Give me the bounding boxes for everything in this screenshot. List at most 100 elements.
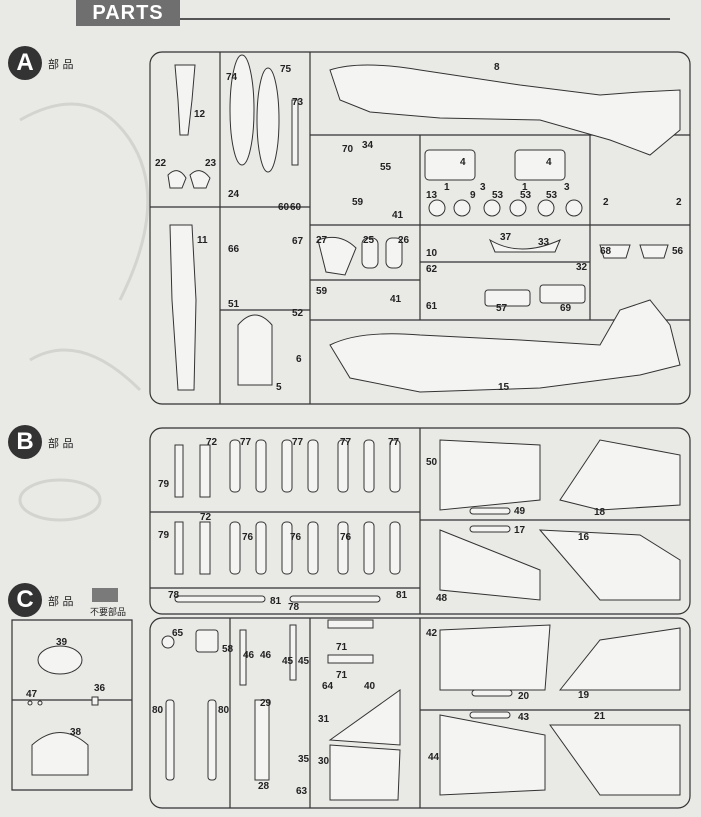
sprue-b-frame <box>149 427 691 615</box>
part-number: 27 <box>316 235 328 246</box>
unused-parts-swatch <box>92 588 118 602</box>
sprue-c-large-parts <box>161 619 681 801</box>
part-number: 69 <box>560 303 572 314</box>
part-number: 5 <box>276 382 282 393</box>
part-number-labels-c: 39 47 36 38 65 58 46 46 45 45 71 42 71 6… <box>26 628 606 797</box>
part-number: 77 <box>340 437 352 448</box>
part-number: 10 <box>426 248 438 259</box>
part-number: 81 <box>270 596 282 607</box>
part-number: 1 <box>522 182 528 193</box>
background-print-shadow <box>18 102 150 522</box>
part-number: 76 <box>340 532 352 543</box>
part-number: 42 <box>426 628 438 639</box>
part-number-labels-b: 72 77 77 77 77 50 79 49 18 72 17 79 76 7… <box>158 437 606 613</box>
part-number: 79 <box>158 479 170 490</box>
part-number: 28 <box>258 781 270 792</box>
part-number: 77 <box>388 437 400 448</box>
part-number: 38 <box>70 727 82 738</box>
part-number: 62 <box>426 264 438 275</box>
part-number: 37 <box>500 232 512 243</box>
sprue-a-frame <box>149 51 691 405</box>
part-number: 12 <box>194 109 206 120</box>
part-number: 20 <box>518 691 530 702</box>
part-number: 48 <box>436 593 448 604</box>
section-b-label: 部 品 <box>48 437 74 450</box>
part-number: 66 <box>228 244 240 255</box>
part-number: 55 <box>380 162 392 173</box>
header-rule <box>180 18 670 20</box>
part-number: 9 <box>470 190 476 201</box>
sprue-c-parts <box>27 645 99 776</box>
part-number: 77 <box>292 437 304 448</box>
part-number: 25 <box>363 235 375 246</box>
part-number: 50 <box>426 457 438 468</box>
part-number: 80 <box>152 705 164 716</box>
part-number: 43 <box>518 712 530 723</box>
part-number: 36 <box>94 683 106 694</box>
section-c-label: 部 品 <box>48 595 74 608</box>
part-number: 79 <box>158 530 170 541</box>
part-number: 68 <box>600 246 612 257</box>
part-number: 61 <box>426 301 438 312</box>
part-number: 24 <box>228 189 240 200</box>
part-number: 74 <box>226 72 238 83</box>
section-a-badge: A <box>8 46 42 80</box>
part-number: 4 <box>546 157 552 168</box>
part-number: 3 <box>564 182 570 193</box>
part-number: 65 <box>172 628 184 639</box>
part-number: 75 <box>280 64 292 75</box>
part-number: 30 <box>318 756 330 767</box>
part-number: 80 <box>218 705 230 716</box>
part-number-labels-a: 12 74 75 73 8 22 23 70 34 4 4 55 1 3 1 3… <box>155 62 684 393</box>
part-number: 78 <box>288 602 300 613</box>
unused-parts-label: 不要部品 <box>90 608 127 618</box>
part-number: 76 <box>242 532 254 543</box>
part-number: 56 <box>672 246 684 257</box>
part-number: 53 <box>520 190 532 201</box>
part-number: 31 <box>318 714 330 725</box>
part-number: 60 <box>290 202 302 213</box>
part-number: 78 <box>168 590 180 601</box>
part-number: 47 <box>26 689 38 700</box>
part-number: 46 <box>243 650 255 661</box>
part-number: 59 <box>316 286 328 297</box>
part-number: 17 <box>514 525 526 536</box>
part-number: 71 <box>336 670 348 681</box>
part-number: 18 <box>594 507 606 518</box>
section-b-badge: B <box>8 425 42 459</box>
part-number: 26 <box>398 235 410 246</box>
part-number: 52 <box>292 308 304 319</box>
part-number: 39 <box>56 637 68 648</box>
section-c-badge: C <box>8 583 42 617</box>
part-number: 2 <box>603 197 609 208</box>
part-number: 8 <box>494 62 500 73</box>
sprue-c-frame <box>11 619 133 791</box>
part-number: 64 <box>322 681 334 692</box>
part-number: 53 <box>546 190 558 201</box>
part-number: 1 <box>444 182 450 193</box>
part-number: 63 <box>296 786 308 797</box>
part-number: 4 <box>460 157 466 168</box>
section-a-label: 部 品 <box>48 58 74 71</box>
part-number: 41 <box>392 210 404 221</box>
part-number: 72 <box>200 512 212 523</box>
part-number: 51 <box>228 299 240 310</box>
part-number: 73 <box>292 97 304 108</box>
header-bar <box>76 0 180 26</box>
part-number: 3 <box>480 182 486 193</box>
part-number: 11 <box>197 235 208 246</box>
part-number: 16 <box>578 532 590 543</box>
part-number: 33 <box>538 237 550 248</box>
part-number: 81 <box>396 590 408 601</box>
part-number: 23 <box>205 158 217 169</box>
part-number: 21 <box>594 711 606 722</box>
part-number: 60 <box>278 202 290 213</box>
part-number: 57 <box>496 303 508 314</box>
part-number: 2 <box>676 197 682 208</box>
part-number: 46 <box>260 650 272 661</box>
part-number: 72 <box>206 437 218 448</box>
part-number: 59 <box>352 197 364 208</box>
part-number: 45 <box>282 656 294 667</box>
part-number: 49 <box>514 506 526 517</box>
